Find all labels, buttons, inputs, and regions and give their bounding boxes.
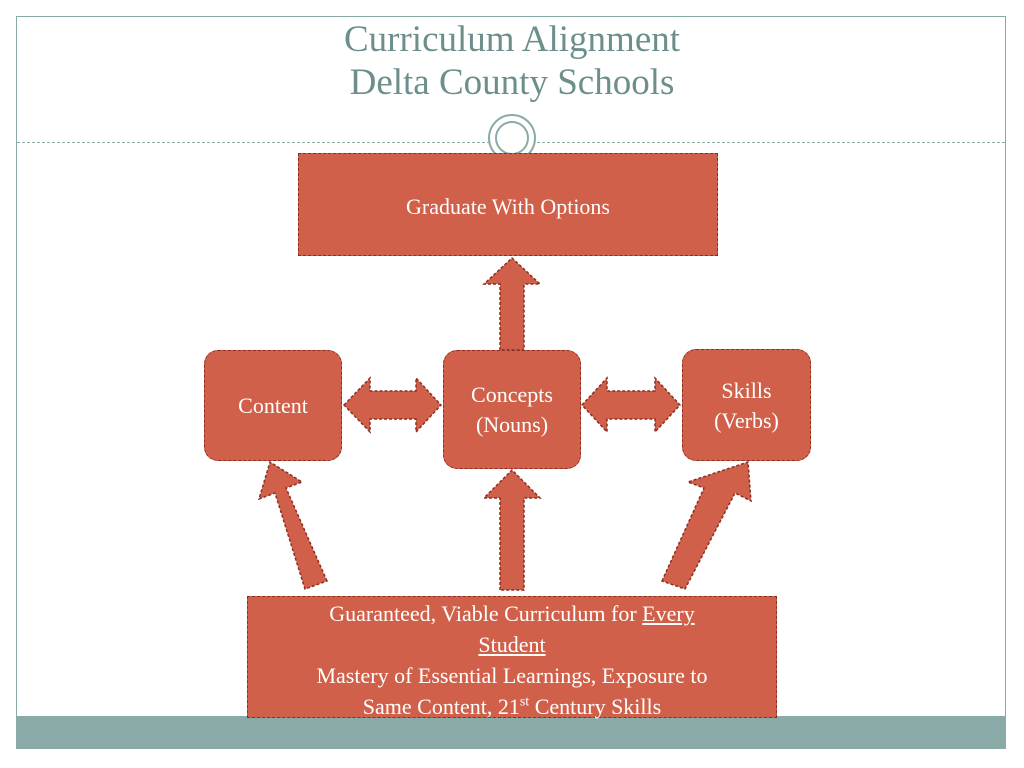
skills-sublabel: (Verbs): [714, 408, 779, 433]
ordinal-suffix: st: [519, 694, 530, 710]
content-label: Content: [238, 392, 308, 418]
arrow-concepts-skills: [580, 376, 682, 434]
title-line-2: Delta County Schools: [349, 62, 675, 103]
curriculum-line-4: Same Content, 21st Century Skills: [248, 691, 776, 722]
title-line-1: Curriculum Alignment: [343, 19, 681, 60]
content-box: Content: [204, 350, 342, 461]
arrow-concepts-to-goal: [482, 256, 542, 351]
curriculum-line-2: Student: [248, 629, 776, 660]
skills-label: Skills: [721, 378, 772, 403]
student-emphasis: Student: [478, 632, 546, 657]
curriculum-box: Guaranteed, Viable Curriculum for Every …: [247, 596, 777, 719]
concepts-box: Concepts (Nouns): [443, 350, 581, 469]
slide-title: Curriculum Alignment Delta County School…: [0, 18, 1024, 104]
arrow-base-to-skills: [660, 460, 752, 590]
curriculum-line-1: Guaranteed, Viable Curriculum for Every: [248, 598, 776, 629]
every-emphasis: Every: [642, 601, 695, 626]
century-suffix: Century Skills: [529, 694, 662, 719]
concepts-label: Concepts: [471, 381, 553, 407]
goal-box: Graduate With Options: [298, 153, 718, 256]
century-prefix: Same Content, 21: [362, 694, 520, 719]
goal-label: Graduate With Options: [405, 194, 610, 219]
curriculum-line-3: Mastery of Essential Learnings, Exposure…: [316, 663, 708, 688]
arrow-base-to-content: [257, 460, 329, 590]
skills-box: Skills (Verbs): [682, 349, 811, 461]
footer-band: [17, 716, 1005, 749]
arrow-content-concepts: [342, 376, 443, 434]
curriculum-text: Guaranteed, Viable Curriculum for: [329, 601, 643, 626]
concepts-sublabel: (Nouns): [475, 411, 549, 437]
arrow-base-to-concepts: [482, 468, 542, 591]
